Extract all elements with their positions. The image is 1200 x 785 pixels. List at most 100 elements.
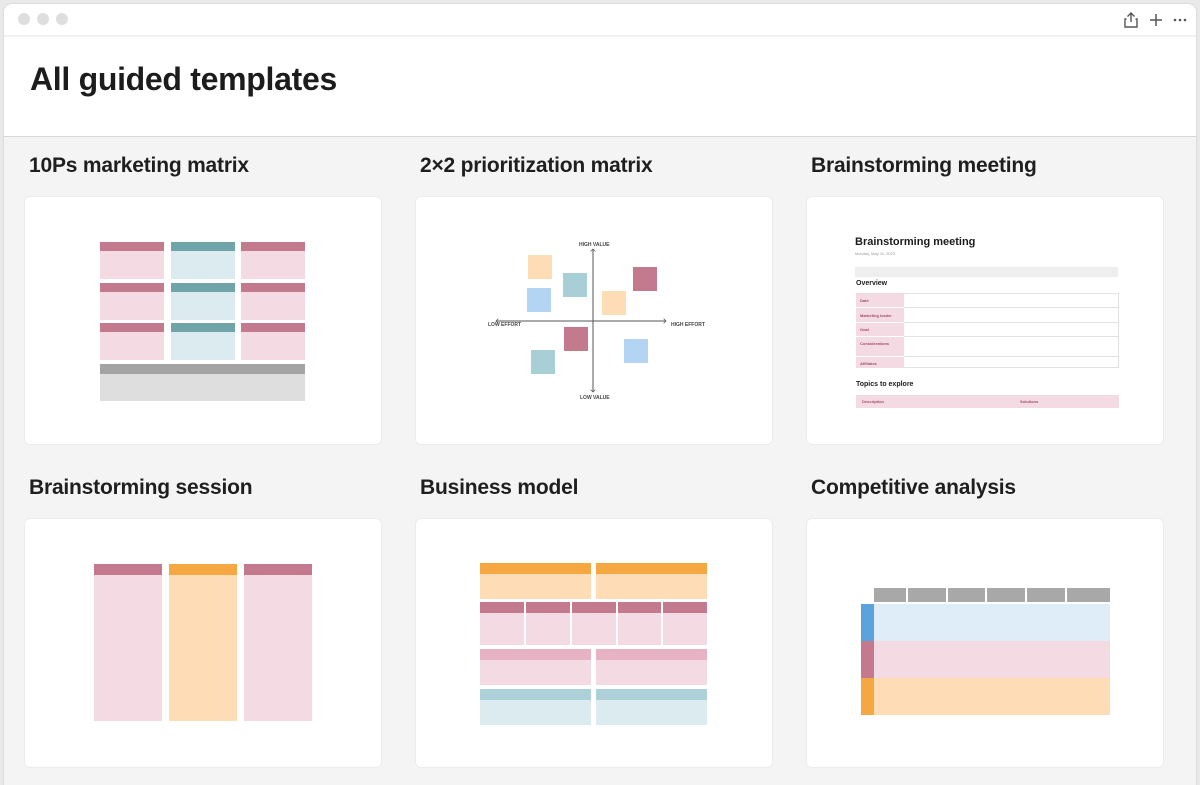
template-card-business-model[interactable] <box>416 519 772 767</box>
more-icon[interactable] <box>1170 10 1190 30</box>
table-divider <box>856 307 904 308</box>
preview-header-block <box>241 323 305 332</box>
preview-header-block <box>480 602 524 613</box>
doc-banner <box>855 267 1118 277</box>
template-card-2x2[interactable]: HIGH VALUE LOW VALUE LOW EFFORT HIGH EFF… <box>416 197 772 444</box>
preview-body-block <box>480 613 524 645</box>
preview-header-block <box>596 649 707 660</box>
row-marker <box>861 678 874 715</box>
sticky-note <box>527 288 551 312</box>
table-divider <box>904 356 1119 357</box>
column-divider <box>985 588 987 602</box>
preview-header-block <box>663 602 707 613</box>
doc-topics-heading: Topics to explore <box>856 381 914 388</box>
table-divider <box>856 322 904 323</box>
sticky-note <box>602 291 626 315</box>
column-divider <box>946 588 948 602</box>
template-title-competitive-analysis[interactable]: Competitive analysis <box>811 476 1016 499</box>
column-divider <box>1025 588 1027 602</box>
preview-header-block <box>480 689 591 700</box>
preview-header-block <box>874 588 1110 602</box>
preview-header-block <box>100 364 305 374</box>
table-row-label: Considerations <box>860 341 890 346</box>
preview-body-block <box>526 613 570 645</box>
preview-body-block <box>618 613 661 645</box>
close-window-button[interactable] <box>18 13 30 25</box>
template-title-2x2[interactable]: 2×2 prioritization matrix <box>420 154 653 177</box>
template-title-brainstorming-session[interactable]: Brainstorming session <box>29 476 253 499</box>
table-divider <box>904 336 1119 337</box>
preview-body-block <box>480 660 591 685</box>
preview-body-block <box>874 604 1110 641</box>
template-card-brainstorming-session[interactable] <box>25 519 381 767</box>
template-title-10ps[interactable]: 10Ps marketing matrix <box>29 154 249 177</box>
doc-overview-heading: Overview <box>856 280 888 287</box>
preview-body-block <box>241 251 305 279</box>
table-row-label: Marketing leader <box>860 313 892 318</box>
preview-body-block <box>171 332 235 360</box>
page-header: All guided templates <box>4 37 1196 137</box>
preview-header-block <box>572 602 616 613</box>
table-row-label: Goal <box>860 327 869 332</box>
topics-col-solutions: Solutions <box>1020 399 1039 404</box>
preview-header-block <box>100 323 164 332</box>
column-divider <box>906 588 908 602</box>
preview-header-block <box>596 563 707 574</box>
column-divider <box>1065 588 1067 602</box>
preview-body-block <box>171 292 235 320</box>
sticky-note <box>633 267 657 291</box>
preview-body-block <box>241 332 305 360</box>
sticky-note <box>528 255 552 279</box>
preview-body-block <box>94 575 162 721</box>
preview-header-block <box>171 242 235 251</box>
table-row-label: Date <box>860 298 869 303</box>
preview-header-block <box>169 564 237 575</box>
overview-table-label-column <box>856 293 904 368</box>
doc-title: Brainstorming meeting <box>855 236 976 248</box>
sticky-note <box>563 273 587 297</box>
preview-body-block <box>596 660 707 685</box>
preview-body-block <box>244 575 312 721</box>
preview-body-block <box>169 575 237 721</box>
preview-body-block <box>596 574 707 599</box>
doc-date: Monday, May 11, 2023 <box>855 251 896 256</box>
template-card-competitive-analysis[interactable] <box>807 519 1163 767</box>
title-bar <box>4 4 1196 36</box>
preview-header-block <box>526 602 570 613</box>
share-icon[interactable] <box>1121 10 1141 30</box>
table-divider <box>904 322 1119 323</box>
table-divider <box>904 307 1119 308</box>
maximize-window-button[interactable] <box>56 13 68 25</box>
preview-header-block <box>241 242 305 251</box>
preview-header-block <box>171 283 235 292</box>
template-card-brainstorming-meeting[interactable]: Brainstorming meeting Monday, May 11, 20… <box>807 197 1163 444</box>
preview-header-block <box>100 242 164 251</box>
template-card-10ps[interactable] <box>25 197 381 444</box>
template-title-brainstorming-meeting[interactable]: Brainstorming meeting <box>811 154 1037 177</box>
table-row-label: Affiliates <box>860 361 877 366</box>
sticky-note <box>624 339 648 363</box>
minimize-window-button[interactable] <box>37 13 49 25</box>
preview-body-block <box>100 251 164 279</box>
preview-header-block <box>241 283 305 292</box>
app-window: All guided templates 10Ps marketing matr… <box>4 4 1196 785</box>
plus-icon[interactable] <box>1146 10 1166 30</box>
template-title-business-model[interactable]: Business model <box>420 476 579 499</box>
preview-header-block <box>100 283 164 292</box>
table-divider <box>856 336 904 337</box>
preview-header-block <box>480 649 591 660</box>
sticky-note <box>531 350 555 374</box>
preview-body-block <box>480 574 591 599</box>
preview-header-block <box>596 689 707 700</box>
prioritization-matrix-preview <box>416 197 772 444</box>
preview-header-block <box>480 563 591 574</box>
page-title: All guided templates <box>30 61 337 97</box>
row-marker <box>861 641 874 678</box>
preview-body-block <box>874 678 1110 715</box>
preview-body-block <box>100 332 164 360</box>
preview-body-block <box>100 292 164 320</box>
topics-col-description: Description <box>862 399 885 404</box>
preview-header-block <box>171 323 235 332</box>
row-marker <box>861 604 874 641</box>
preview-header-block <box>618 602 661 613</box>
